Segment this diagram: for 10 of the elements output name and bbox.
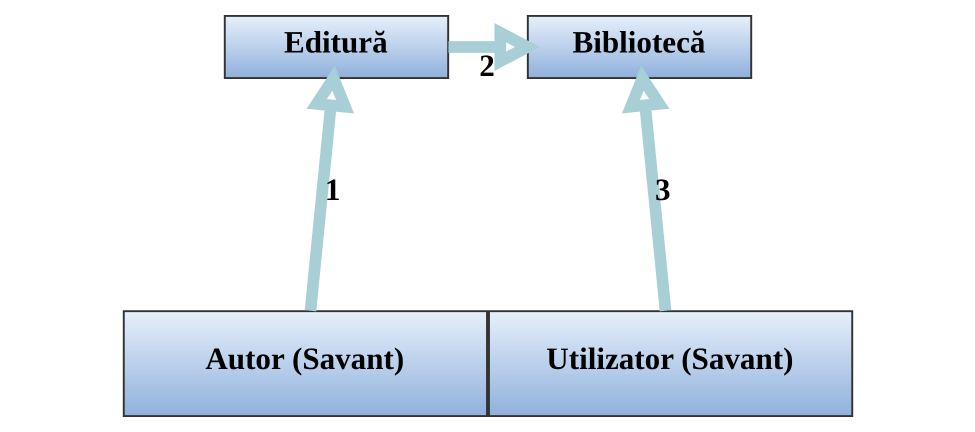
edge-label: 3 xyxy=(654,172,670,208)
arrow xyxy=(448,23,540,71)
node-box: Utilizator (Savant) xyxy=(488,310,853,418)
edge-label: 2 xyxy=(478,48,494,83)
arrow xyxy=(621,66,671,312)
node-box: Editură xyxy=(223,14,449,80)
node-box: Autor (Savant) xyxy=(122,310,488,418)
node-box: Bibliotecă xyxy=(526,14,752,80)
arrow xyxy=(304,66,354,312)
edge-label: 1 xyxy=(324,172,340,208)
